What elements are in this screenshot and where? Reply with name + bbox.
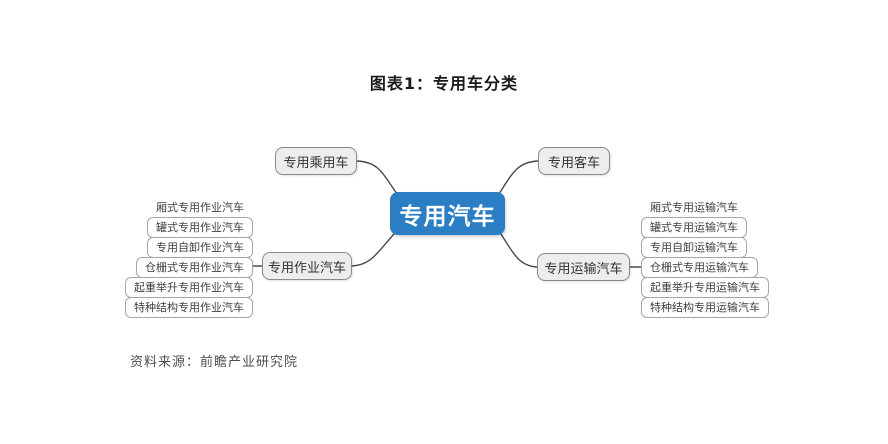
leaf-item: 特种结构专用作业汽车 [125,297,253,318]
source-note: 资料来源：前瞻产业研究院 [130,355,299,370]
leaf-item: 仓栅式专用作业汽车 [136,257,253,278]
node-operation-vehicle-branch: 专用作业汽车 [262,252,352,280]
figure-title: 图表1：专用车分类 [369,74,519,93]
leaf-item: 厢式专用作业汽车 [156,201,244,214]
leaf-item: 专用自卸运输汽车 [641,237,747,258]
leaf-item: 起重举升专用作业汽车 [125,277,253,298]
root-node: 专用汽车 [390,192,505,235]
link-root-top-right [498,160,539,195]
leaf-item: 罐式专用运输汽车 [641,217,747,238]
leaf-item: 厢式专用运输汽车 [650,201,738,214]
leaf-item: 仓栅式专用运输汽车 [641,257,758,278]
leaf-item: 专用自卸作业汽车 [147,237,253,258]
link-root-bottom-left [351,233,395,267]
node-special-bus: 专用客车 [538,147,610,175]
node-transport-vehicle-branch: 专用运输汽车 [537,253,630,281]
left-leaf-list: 厢式专用作业汽车 罐式专用作业汽车 专用自卸作业汽车 仓栅式专用作业汽车 起重举… [125,197,253,318]
node-special-passenger-car: 专用乘用车 [275,147,357,175]
leaf-item: 罐式专用作业汽车 [147,217,253,238]
leaf-item: 起重举升专用运输汽车 [641,277,769,298]
leaf-item: 特种结构专用运输汽车 [641,297,769,318]
link-root-bottom-right [500,233,538,268]
link-root-top-left [356,160,398,195]
right-leaf-list: 厢式专用运输汽车 罐式专用运输汽车 专用自卸运输汽车 仓栅式专用运输汽车 起重举… [641,197,769,318]
